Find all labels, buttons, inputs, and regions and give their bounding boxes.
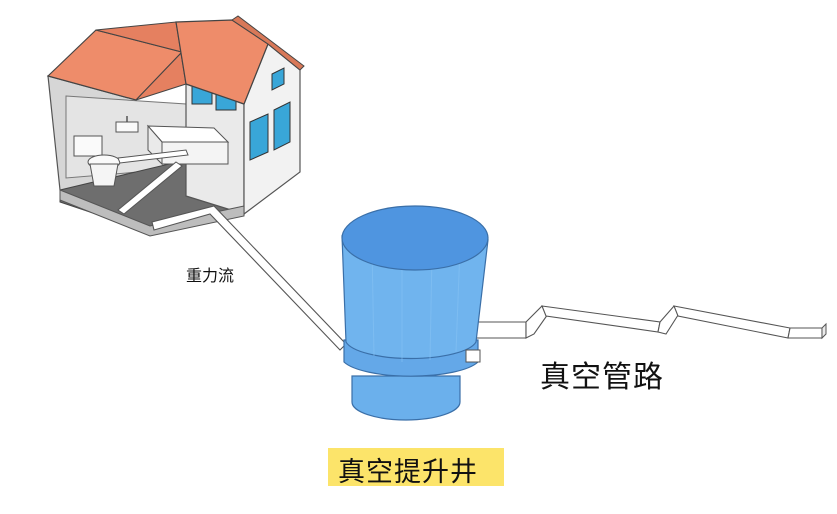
toilet-icon bbox=[73, 135, 121, 187]
sink-icon bbox=[115, 116, 139, 133]
tank-icon bbox=[341, 205, 489, 421]
window-icon bbox=[249, 113, 269, 161]
tank-lower-body bbox=[351, 375, 461, 421]
gravity-flow-label: 重力流 bbox=[186, 266, 235, 285]
house-slab-edge bbox=[59, 189, 245, 237]
gravity-pipe bbox=[151, 205, 347, 351]
vacuum-well-label: 真空提升井 bbox=[338, 457, 478, 488]
window-icon bbox=[271, 67, 285, 91]
vacuum-pipeline bbox=[469, 305, 827, 340]
roof-center bbox=[95, 21, 187, 101]
roof-right bbox=[175, 19, 269, 105]
interior-pipe bbox=[117, 149, 189, 164]
interior-pipe bbox=[117, 161, 183, 215]
roof-gable-edge bbox=[231, 15, 305, 71]
house-icon bbox=[46, 15, 305, 237]
window-icon bbox=[273, 101, 291, 151]
tank-nozzle bbox=[465, 349, 481, 363]
tank-lid bbox=[341, 205, 489, 271]
tank-facets bbox=[371, 247, 461, 362]
well-label-highlight bbox=[328, 448, 504, 486]
tank-body bbox=[341, 235, 489, 360]
vacuum-pipe-label: 真空管路 bbox=[540, 360, 664, 395]
